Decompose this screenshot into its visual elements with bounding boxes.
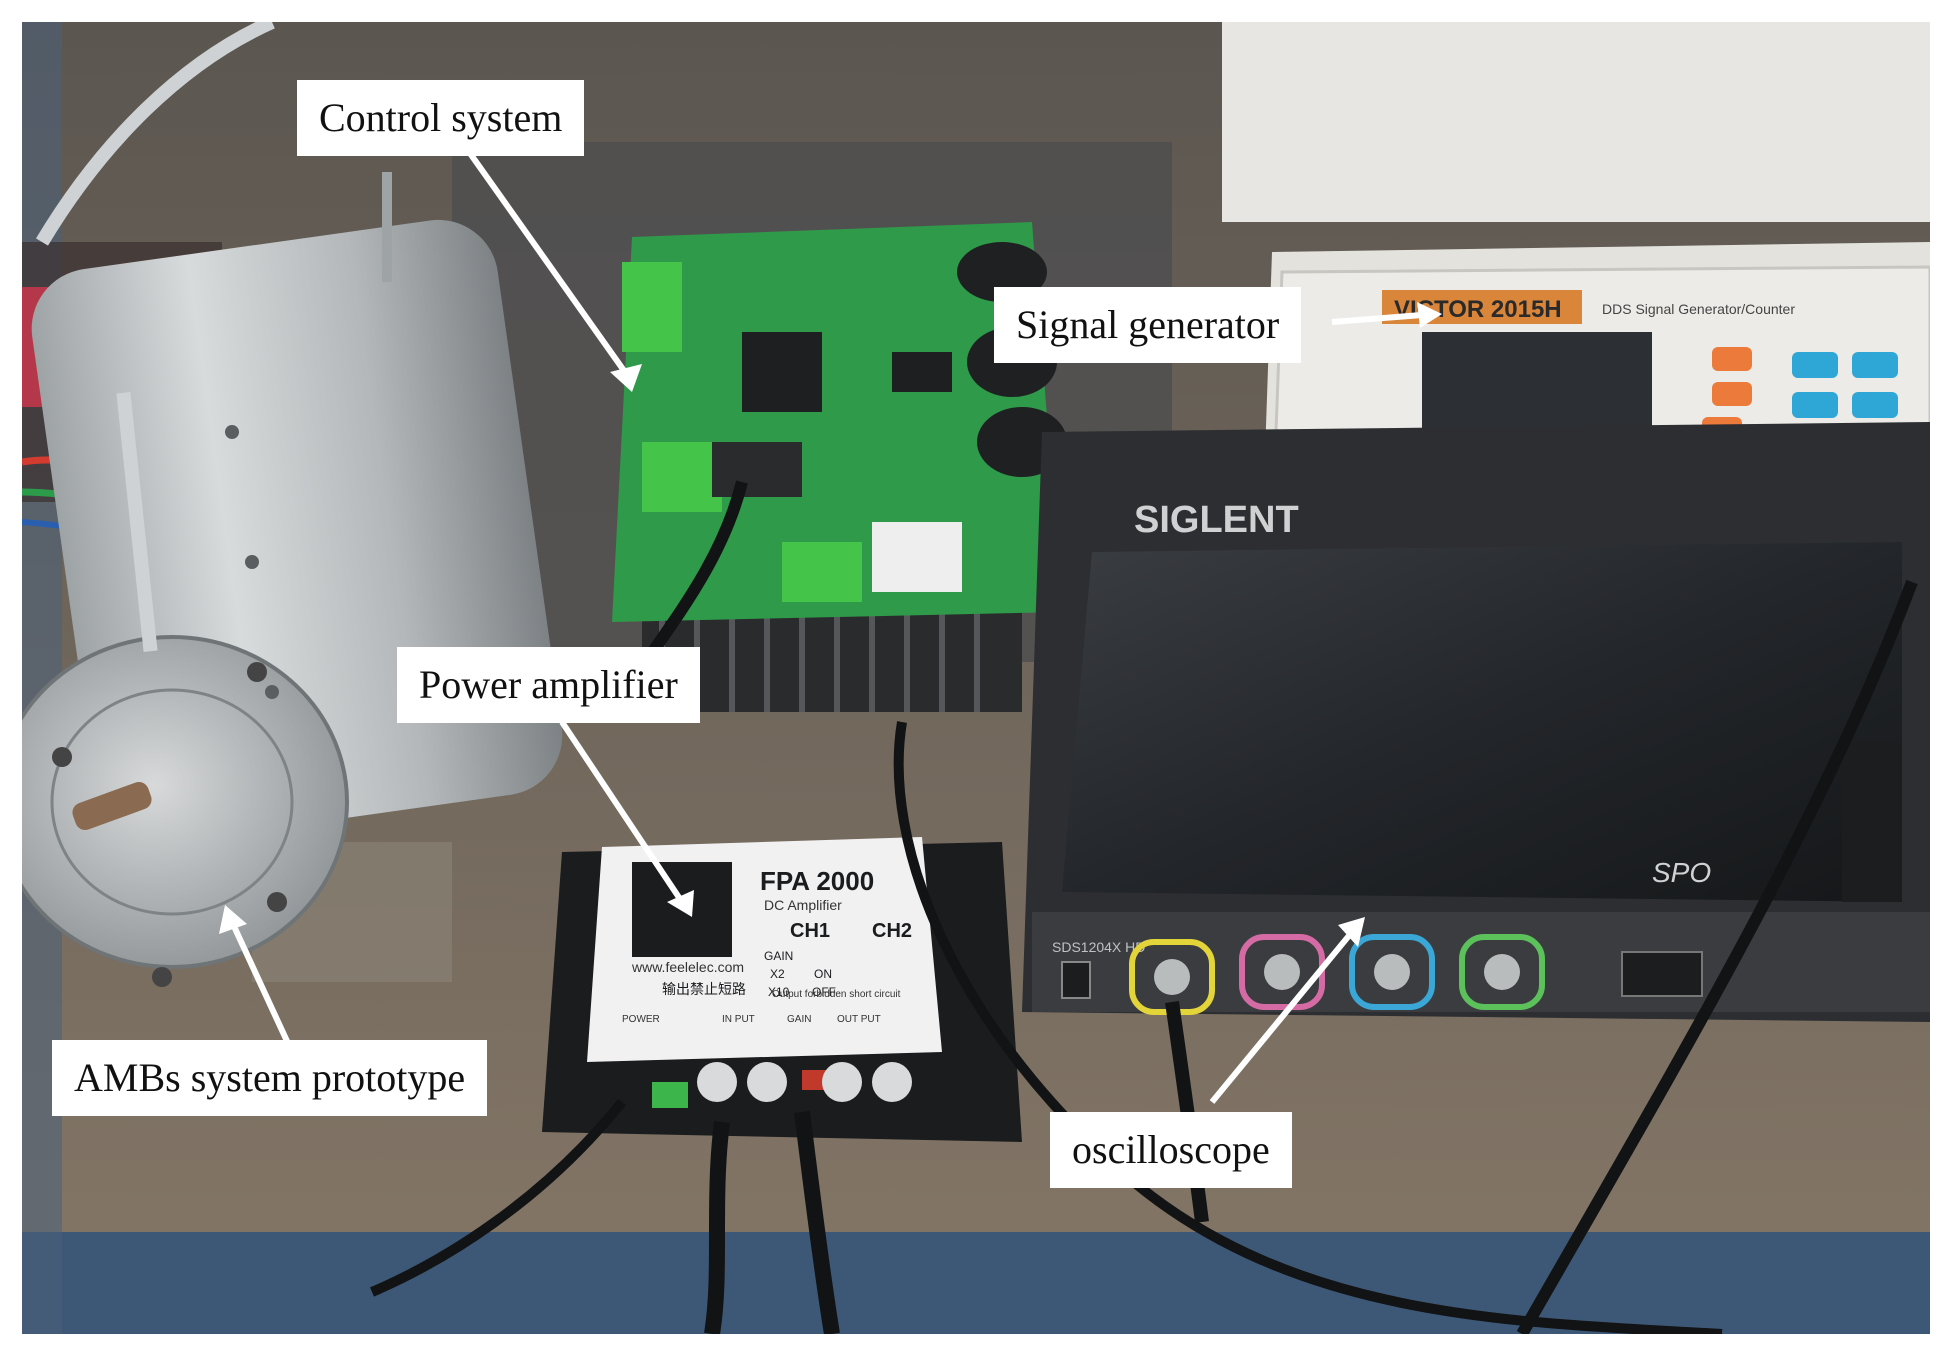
pcb-relay bbox=[872, 522, 962, 592]
pcb-terminal bbox=[642, 442, 722, 512]
pcb-terminal bbox=[782, 542, 862, 602]
sg-button bbox=[1712, 347, 1752, 371]
amb-bolt bbox=[267, 892, 287, 912]
amp-power-text: POWER bbox=[622, 1014, 660, 1025]
amp-dip-switch bbox=[802, 1070, 828, 1090]
oscilloscope: SIGLENT SPO SDS1204X HD bbox=[1022, 422, 1930, 1022]
photo-frame: VICTOR 2015H DDS Signal Generator/Counte… bbox=[22, 22, 1930, 1334]
amp-model-text: FPA 2000 bbox=[760, 866, 874, 896]
power-amplifier: FPA 2000 DC Amplifier CH1 CH2 GAIN X2 X1… bbox=[542, 837, 1022, 1142]
arrow-head bbox=[219, 905, 247, 934]
pcb-chip bbox=[892, 352, 952, 392]
arrow-control-system bbox=[459, 140, 635, 384]
pcb-dsub bbox=[712, 442, 802, 497]
amp-bnc-out1 bbox=[822, 1062, 862, 1102]
scope-spo-text: SPO bbox=[1652, 857, 1711, 888]
sg-key bbox=[1852, 392, 1898, 418]
scope-bnc bbox=[1484, 954, 1520, 990]
amp-bnc-in1 bbox=[697, 1062, 737, 1102]
scope-side-buttons bbox=[1842, 742, 1902, 902]
amp-warning-text: 输出禁止短路 bbox=[662, 981, 746, 997]
scope-ch3-input bbox=[1349, 934, 1435, 1010]
amp-url-text: www.feelelec.com bbox=[631, 959, 744, 975]
amb-shaft bbox=[72, 781, 152, 831]
pcb-chip bbox=[742, 332, 822, 412]
amp-ch1-text: CH1 bbox=[790, 920, 830, 942]
scope-usb-port bbox=[1621, 951, 1703, 997]
amb-bolt bbox=[247, 662, 267, 682]
arrow-head bbox=[667, 890, 694, 917]
amp-ch2-text: CH2 bbox=[872, 920, 912, 942]
sg-key bbox=[1792, 392, 1838, 418]
scope-brand-text: SIGLENT bbox=[1134, 499, 1299, 541]
scope-bnc bbox=[1374, 954, 1410, 990]
scope-model-text: SDS1204X HD bbox=[1052, 939, 1145, 955]
amp-bnc-out2 bbox=[872, 1062, 912, 1102]
arrow-head bbox=[1338, 917, 1365, 947]
amp-power-terminal bbox=[652, 1082, 688, 1108]
scope-bnc bbox=[1154, 959, 1190, 995]
amp-gainlbl-text: GAIN bbox=[787, 1014, 811, 1025]
sg-top-unit bbox=[1222, 22, 1930, 222]
amb-bolt bbox=[52, 747, 72, 767]
amp-bnc-in2 bbox=[747, 1062, 787, 1102]
arrow-signal-generator bbox=[1331, 312, 1423, 325]
arrow-head bbox=[1417, 302, 1442, 328]
cable bbox=[370, 1098, 626, 1297]
label-signal-generator: Signal generator bbox=[994, 287, 1302, 363]
flex-conduit bbox=[35, 22, 275, 246]
bench-blue-edge bbox=[22, 1232, 1930, 1334]
amb-top-rod bbox=[382, 172, 392, 282]
label-oscilloscope: oscilloscope bbox=[1050, 1112, 1292, 1188]
arrow-power-amplifier bbox=[559, 720, 685, 904]
amp-on-text: ON bbox=[814, 967, 832, 981]
amp-subtitle-text: DC Amplifier bbox=[764, 897, 842, 913]
amp-off-text: OFF bbox=[812, 985, 836, 999]
label-control-system: Control system bbox=[297, 80, 585, 156]
arrow-head bbox=[610, 364, 642, 392]
label-power-amplifier: Power amplifier bbox=[397, 647, 700, 723]
amp-x10-text: X10 bbox=[768, 985, 790, 999]
amp-x2-text: X2 bbox=[770, 967, 785, 981]
cable bbox=[704, 1121, 730, 1334]
cable bbox=[794, 1111, 840, 1334]
sg-button bbox=[1712, 382, 1752, 406]
scope-power-switch bbox=[1061, 961, 1091, 999]
cable bbox=[1516, 579, 1918, 1334]
sg-key bbox=[1792, 352, 1838, 378]
amb-bolt bbox=[152, 967, 172, 987]
amp-warning-en-text: Output forbidden short circuit bbox=[772, 989, 901, 1000]
pcb-terminal bbox=[622, 262, 682, 352]
amp-input-text: IN PUT bbox=[722, 1014, 755, 1025]
sg-subtitle-text: DDS Signal Generator/Counter bbox=[1602, 301, 1795, 317]
amp-gain-text: GAIN bbox=[764, 949, 793, 963]
amb-end-cap bbox=[22, 635, 349, 969]
scope-screen bbox=[1062, 542, 1902, 902]
arrow-oscilloscope bbox=[1209, 930, 1355, 1104]
arrow-ambs bbox=[229, 920, 295, 1054]
amb-hole bbox=[225, 425, 239, 439]
label-ambs-prototype: AMBs system prototype bbox=[52, 1040, 488, 1116]
amb-hole bbox=[265, 685, 279, 699]
cable bbox=[1165, 1001, 1209, 1223]
callout-arrows bbox=[219, 140, 1442, 1104]
amb-hole bbox=[245, 555, 259, 569]
amb-sensor-rod bbox=[116, 391, 158, 653]
scope-bnc bbox=[1264, 954, 1300, 990]
amb-end-ring bbox=[50, 688, 294, 916]
lab-scene: VICTOR 2015H DDS Signal Generator/Counte… bbox=[22, 22, 1930, 1334]
scope-ch4-input bbox=[1459, 934, 1545, 1010]
sg-key bbox=[1852, 352, 1898, 378]
amp-output-text: OUT PUT bbox=[837, 1014, 881, 1025]
